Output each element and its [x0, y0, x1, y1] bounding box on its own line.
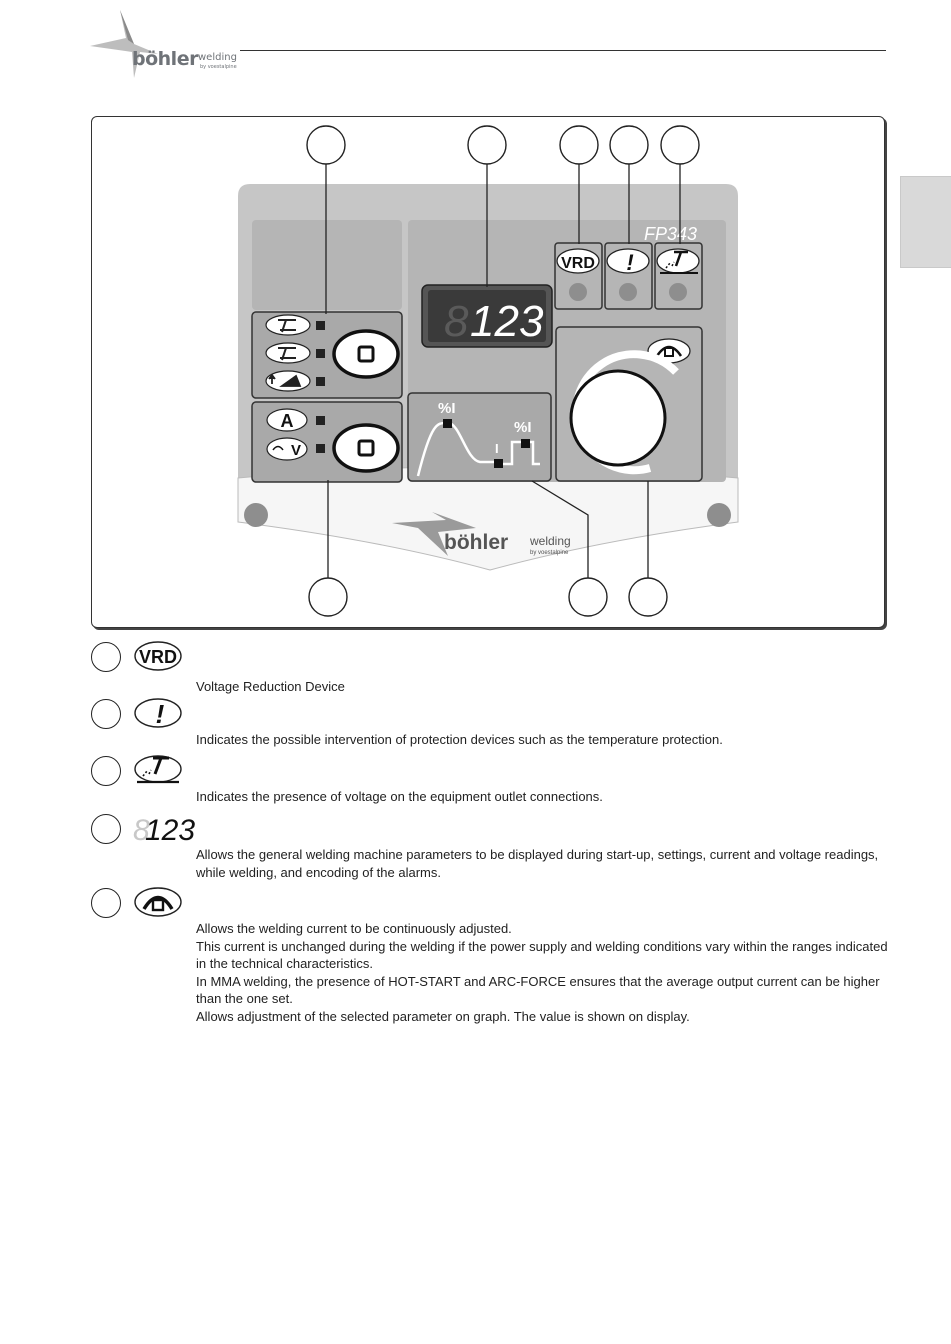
- encoder-knob[interactable]: [569, 369, 667, 467]
- encoder-knob-icon: [134, 887, 182, 917]
- display-screen: [428, 290, 546, 342]
- callout-circle-top-1: [306, 125, 346, 165]
- current-icon: [266, 408, 308, 432]
- brand-tagline: by voestalpine: [200, 64, 237, 70]
- mma-cellulosic-icon: [265, 342, 311, 364]
- measure-led-2: [316, 444, 325, 453]
- graph-label-right: %I: [514, 419, 532, 436]
- voltage-icon-label: V: [291, 442, 301, 459]
- control-panel-drawing: A V 8 123 FP343 VRD ! %I %I I böhler wel…: [237, 125, 739, 617]
- process-select-button[interactable]: [332, 329, 400, 379]
- output-voltage-icon: [134, 755, 182, 784]
- current-icon-label: A: [281, 411, 294, 431]
- item-number-circle: [91, 642, 121, 672]
- model-label: FP343: [644, 224, 697, 244]
- item-description: Voltage Reduction Device: [196, 679, 345, 694]
- brand-name: böhler: [132, 48, 198, 70]
- graph-led-3: [521, 439, 530, 448]
- item-description: Indicates the presence of voltage on the…: [196, 789, 603, 804]
- display-value: 123: [470, 297, 544, 346]
- panel-screw-right: [707, 503, 731, 527]
- header-rule: [240, 50, 886, 51]
- callout-circle-bottom-2: [568, 577, 608, 617]
- alarm-led: [619, 283, 637, 301]
- graph-label-left: %I: [438, 400, 456, 417]
- graph-box: [407, 392, 552, 482]
- callout-circle-bottom-1: [308, 577, 348, 617]
- item-number-circle: [91, 699, 121, 729]
- process-led-3: [316, 377, 325, 386]
- mma-process-icon: [265, 314, 311, 336]
- svg-text:123: 123: [145, 814, 195, 847]
- graph-label-mid: I: [495, 441, 499, 456]
- svg-text:8: 8: [444, 297, 469, 346]
- callout-circle-top-2: [467, 125, 507, 165]
- callout-lines: [325, 164, 681, 578]
- callout-circle-top-3: [559, 125, 599, 165]
- panel-brand-word: welding: [529, 534, 571, 548]
- display-icon: 8 123: [133, 814, 195, 847]
- vrd-led: [569, 283, 587, 301]
- svg-text:8: 8: [133, 814, 150, 847]
- item-number-circle: [91, 888, 121, 918]
- svg-text:VRD: VRD: [139, 647, 177, 667]
- panel-brand-name: böhler: [444, 531, 508, 554]
- panel-brand-tagline: by voestalpine: [530, 550, 569, 556]
- item-number-circle: [91, 756, 121, 786]
- item-description: Allows the welding current to be continu…: [196, 921, 888, 1024]
- voltage-icon: [266, 437, 308, 461]
- item-description: Allows the general welding machine param…: [196, 847, 879, 880]
- item-number-circle: [91, 814, 121, 844]
- svg-text:!: !: [156, 699, 165, 729]
- alarm-icon: [606, 248, 650, 274]
- callout-circle-top-4: [609, 125, 649, 165]
- vrd-icon: [556, 248, 600, 274]
- panel-screw-left: [244, 503, 268, 527]
- alarm-icon: !: [134, 698, 182, 729]
- graph-led-2: [494, 459, 503, 468]
- callout-circle-top-5: [660, 125, 700, 165]
- brand-word: welding: [198, 52, 237, 63]
- panel-blank-section: [252, 220, 402, 310]
- measure-select-button[interactable]: [332, 423, 400, 473]
- callout-circle-bottom-3: [628, 577, 668, 617]
- output-led: [669, 283, 687, 301]
- lightning-logo-icon: [90, 10, 158, 78]
- alarm-label: !: [626, 250, 633, 275]
- vrd-icon: VRD: [134, 641, 182, 671]
- panel-logo-bolt-icon: [392, 512, 476, 556]
- process-led-2: [316, 349, 325, 358]
- measure-led-1: [316, 416, 325, 425]
- process-led-1: [316, 321, 325, 330]
- header-logo: böhler welding by voestalpine: [90, 8, 250, 80]
- side-tab: [900, 176, 951, 268]
- vrd-label: VRD: [561, 255, 595, 272]
- item-description: Indicates the possible intervention of p…: [196, 732, 723, 747]
- graph-led-1: [443, 419, 452, 428]
